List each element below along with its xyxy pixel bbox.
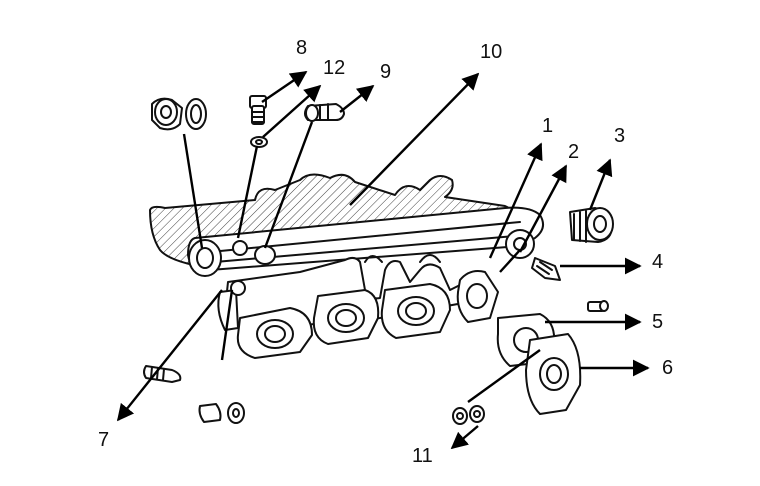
callout-labels: 8 12 9 10 1 2 3 4 5 6 7 11 [98,37,673,467]
thermostat-housing-part [569,207,614,243]
bolt-washer-part [198,402,245,424]
callout-10: 10 [480,41,502,63]
assembly-leader-lines [182,121,521,361]
callout-arrow-11 [450,425,479,450]
callout-arrow-1 [488,142,543,259]
port-flange-3 [380,283,451,339]
port-flange-2 [312,289,380,345]
gallery-left-boss [188,239,222,277]
callout-arrow-12 [262,84,322,138]
callout-12: 12 [323,57,345,79]
callout-arrow-7 [116,289,223,422]
small-washer-part [250,136,268,148]
callout-5: 5 [652,311,663,333]
callout-arrow-2 [518,164,568,253]
callout-6: 6 [662,357,673,379]
callout-arrow-10 [349,72,480,206]
callout-line-11 [467,349,541,403]
callout-8: 8 [296,37,307,59]
callout-3: 3 [614,125,625,147]
callout-arrows [116,71,650,450]
small-screw-part [587,300,609,312]
flange-plate-part [525,333,582,415]
callout-arrow-3 [588,158,613,211]
port-flange-1 [236,307,313,359]
callout-2: 2 [568,141,579,163]
nuts-part [452,405,485,425]
callout-arrow-8 [261,71,308,103]
callout-4: 4 [652,251,663,273]
temperature-sender-part [531,257,561,281]
callout-7: 7 [98,429,109,451]
port-flange-4 [456,270,499,323]
small-plug-part [249,95,267,125]
callout-9: 9 [380,61,391,83]
callout-1: 1 [542,115,553,137]
callout-arrow-9 [339,84,375,113]
union-connector-part [304,103,345,122]
callout-11: 11 [412,445,433,467]
large-plug-part [151,97,183,131]
large-plug-washer [185,98,207,130]
intake-manifold-drawing [149,173,545,359]
